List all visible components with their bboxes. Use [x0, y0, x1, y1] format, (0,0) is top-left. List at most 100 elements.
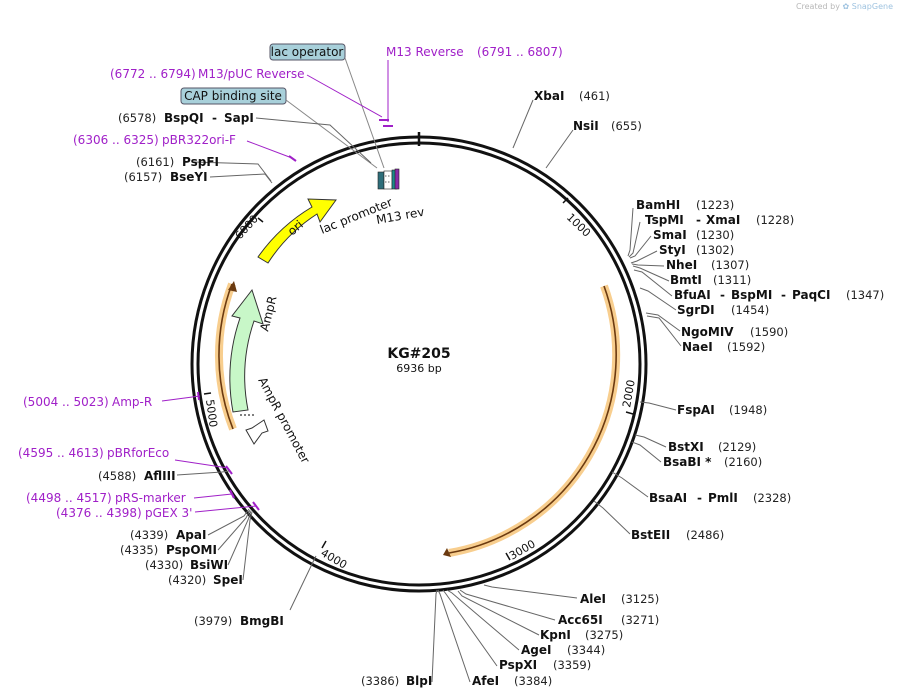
- site-acc65i: Acc65I (3271): [558, 613, 659, 627]
- site-position: (4335): [120, 543, 158, 557]
- ampr-promoter-arrow: [245, 419, 269, 445]
- site-name: BspQI: [164, 111, 204, 125]
- site-afei: AfeI (3384): [472, 674, 552, 688]
- site-bsaai-pmli: BsaAI - PmlI (2328): [649, 491, 791, 505]
- site-position: (3384): [514, 674, 552, 688]
- site-name: BstEII: [631, 528, 670, 542]
- primer-pgex-3: (4376 .. 4398) pGEX 3': [56, 501, 260, 520]
- site-name-3: PaqCI: [792, 288, 830, 302]
- site-position: (4588): [98, 469, 136, 483]
- site-position: (2129): [718, 440, 756, 454]
- site-position: (6578): [118, 111, 156, 125]
- site-separator: -: [697, 491, 702, 505]
- tick-label-5000: 5000: [203, 399, 220, 429]
- site-position: (3344): [567, 643, 605, 657]
- site-leader-lines: [176, 99, 682, 683]
- site-styi: StyI (1302): [659, 243, 734, 257]
- m13-rev-block: [394, 168, 400, 190]
- primer-range: (4498 .. 4517): [26, 491, 112, 505]
- site-position: (2486): [686, 528, 724, 542]
- site-bspqi-sapi: (6578) BspQI - SapI: [118, 111, 254, 125]
- site-name: SpeI: [213, 573, 243, 587]
- site-separator: -: [212, 111, 217, 125]
- lac-promoter-block: [383, 170, 393, 190]
- site-position: (3271): [621, 613, 659, 627]
- site-sgrdi: SgrDI (1454): [677, 303, 769, 317]
- primer-range: (5004 .. 5023): [23, 395, 109, 409]
- site-name: BmgBI: [240, 614, 284, 628]
- site-pspfi: (6161) PspFI: [136, 155, 219, 169]
- scale-ticks: [203, 197, 634, 561]
- site-name: StyI: [659, 243, 686, 257]
- site-position: (4339): [130, 528, 168, 542]
- primer-range: (6791 .. 6807): [477, 45, 563, 59]
- tick-4000: [321, 540, 327, 549]
- tick-1000: [562, 197, 569, 204]
- site-position: (1223): [696, 198, 734, 212]
- site-name: KpnI: [540, 628, 571, 642]
- primer-name: M13/pUC Reverse: [198, 67, 305, 81]
- credit-brand: SnapGene: [851, 2, 893, 11]
- site-position: (1230): [696, 228, 734, 242]
- site-name: AleI: [580, 592, 606, 606]
- site-position: (1948): [729, 403, 767, 417]
- site-name: NheI: [666, 258, 697, 272]
- site-bmgbi: (3979) BmgBI: [194, 614, 284, 628]
- site-name: BsaBI *: [663, 455, 712, 469]
- tick-5000: [203, 392, 212, 395]
- site-name: PspOMI: [166, 543, 217, 557]
- site-position: (6157): [124, 170, 162, 184]
- site-position: (4320): [168, 573, 206, 587]
- primer-name: pGEX 3': [145, 506, 192, 520]
- site-bsiwi: (4330) BsiWI: [145, 558, 228, 572]
- site-xbai: XbaI (461): [534, 89, 610, 103]
- site-name: PspXI: [499, 658, 537, 672]
- primer-name: pBRforEco: [107, 446, 169, 460]
- site-name: BsiWI: [190, 558, 228, 572]
- site-name: NsiI: [573, 119, 599, 133]
- site-bstxi: BstXI (2129): [668, 440, 756, 454]
- ampr-label: AmpR: [257, 295, 279, 333]
- site-position: (655): [611, 119, 642, 133]
- ampr-feature-arrow: [229, 288, 264, 413]
- site-name-2: PmlI: [708, 491, 738, 505]
- primer-range: (6772 .. 6794): [110, 67, 196, 81]
- site-nhei: NheI (1307): [666, 258, 749, 272]
- site-ngomiv: NgoMIV (1590): [681, 325, 788, 339]
- site-kpni: KpnI (3275): [540, 628, 623, 642]
- site-position: (1311): [713, 273, 751, 287]
- site-name: ApaI: [176, 528, 206, 542]
- site-name: FspAI: [677, 403, 715, 417]
- site-separator: -: [781, 288, 786, 302]
- site-pspxi: PspXI (3359): [499, 658, 591, 672]
- site-name: XbaI: [534, 89, 564, 103]
- site-name: BstXI: [668, 440, 704, 454]
- primer-pbrforeco: (4595 .. 4613) pBRforEco: [18, 446, 233, 475]
- site-position: (3979): [194, 614, 232, 628]
- site-name: NgoMIV: [681, 325, 734, 339]
- site-name: SgrDI: [677, 303, 715, 317]
- site-fspai: FspAI (1948): [677, 403, 767, 417]
- site-bsabi: BsaBI * (2160): [663, 455, 762, 469]
- primer-range: (4376 .. 4398): [56, 506, 142, 520]
- site-position: (1302): [696, 243, 734, 257]
- site-name: BlpI: [406, 674, 432, 688]
- primer-name: M13 Reverse: [386, 45, 464, 59]
- site-name: BfuAI: [674, 288, 711, 302]
- primer-pbr322ori-f: (6306 .. 6325) pBR322ori-F: [73, 133, 297, 162]
- site-name: BamHI: [636, 198, 680, 212]
- site-spei: (4320) SpeI: [168, 573, 243, 587]
- snapgene-credit: Created by ✿ SnapGene: [796, 2, 893, 11]
- plasmid-name: KG#205: [387, 346, 450, 362]
- site-position: (1590): [750, 325, 788, 339]
- ori-feature-arrow: [257, 198, 337, 264]
- primer-name: Amp-R: [112, 395, 152, 409]
- site-name: Acc65I: [558, 613, 603, 627]
- cap-binding-block: [377, 171, 385, 190]
- orf-right: [443, 284, 621, 557]
- site-pspomi: (4335) PspOMI: [120, 543, 217, 557]
- primer-range: (6306 .. 6325): [73, 133, 159, 147]
- site-position: (2328): [753, 491, 791, 505]
